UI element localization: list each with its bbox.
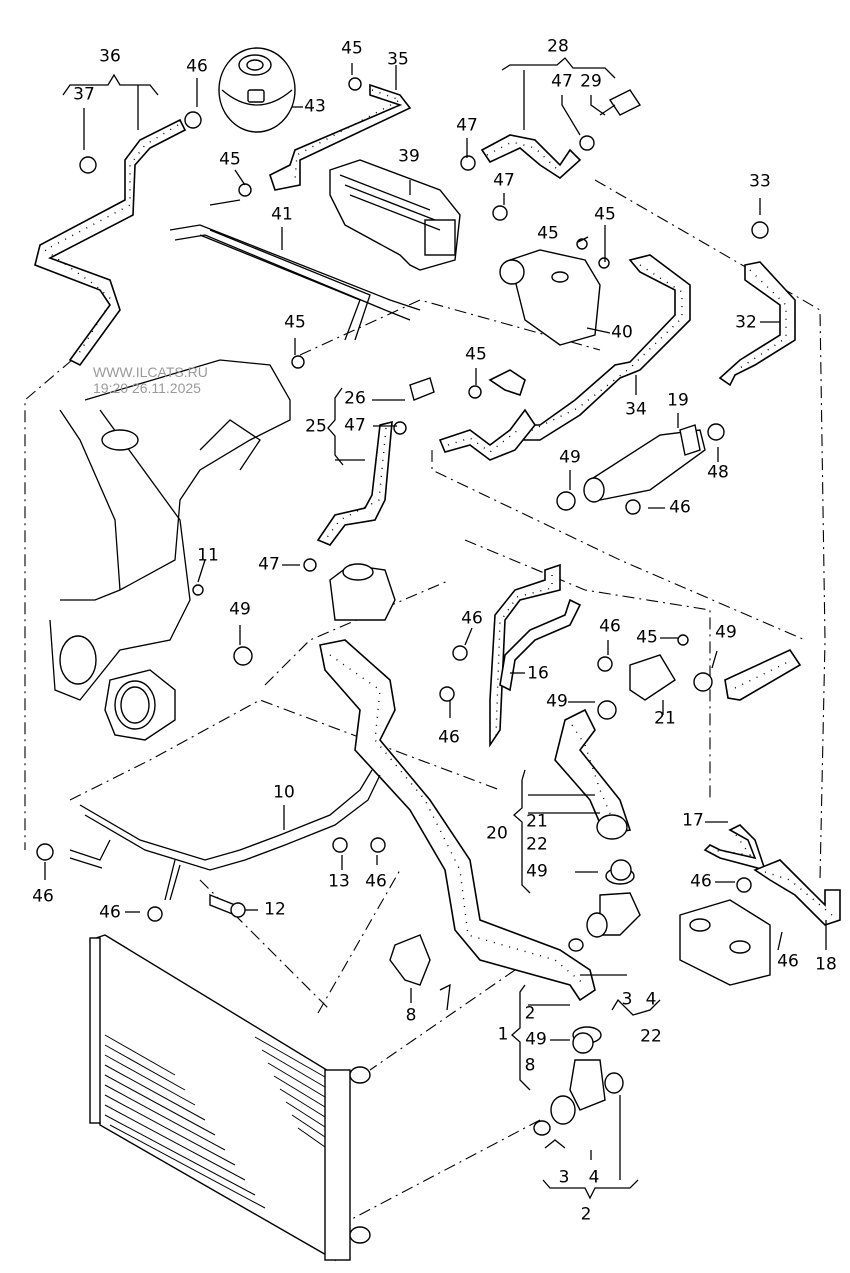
part-label-22[interactable]: 22 [640,1026,662,1047]
hose-34 [438,254,691,461]
part-label-4[interactable]: 4 [645,989,657,1010]
part-label-22[interactable]: 22 [526,834,548,855]
hose-17 [703,824,767,872]
coolant-pipe-10 [69,769,381,901]
part-label-13[interactable]: 13 [328,871,350,892]
part-label-49[interactable]: 49 [526,861,548,882]
hose-16 [489,563,582,748]
hose-28 [480,89,642,180]
watermark: WWW.ILCATS.RU 19:20 26.11.2025 [93,364,208,396]
part-label-41[interactable]: 41 [271,204,293,225]
flange-pipe-19 [583,424,706,503]
part-label-45[interactable]: 45 [219,149,241,170]
hose-right-49 [724,648,802,701]
part-label-34[interactable]: 34 [625,399,647,420]
radiator [89,934,371,1262]
expansion-tank-43 [218,47,296,133]
part-label-33[interactable]: 33 [749,171,771,192]
part-label-16[interactable]: 16 [527,663,549,684]
part-label-12[interactable]: 12 [264,899,286,920]
part-label-45[interactable]: 45 [284,312,306,333]
part-label-47[interactable]: 47 [551,71,573,92]
part-label-45[interactable]: 45 [594,204,616,225]
elbow-fitting-2 [533,1026,624,1136]
part-label-40[interactable]: 40 [611,322,633,343]
part-label-43[interactable]: 43 [304,96,326,117]
part-label-21[interactable]: 21 [526,811,548,832]
part-label-25[interactable]: 25 [305,416,327,437]
part-label-28[interactable]: 28 [547,36,569,57]
hose-18 [753,859,841,926]
part-label-47[interactable]: 47 [493,170,515,191]
part-label-37[interactable]: 37 [73,84,95,105]
part-label-26[interactable]: 26 [344,388,366,409]
hose-clamps [36,77,769,1054]
part-label-10[interactable]: 10 [273,782,295,803]
leader-lines [44,57,827,1200]
pipe-assembly-41 [169,199,421,341]
part-label-48[interactable]: 48 [707,462,729,483]
part-label-45[interactable]: 45 [465,344,487,365]
hose-21 [554,654,676,840]
part-label-46[interactable]: 46 [186,56,208,77]
part-label-2[interactable]: 2 [524,1003,536,1024]
part-label-29[interactable]: 29 [580,71,602,92]
nut-13 [332,837,348,853]
part-label-49[interactable]: 49 [546,691,568,712]
part-label-39[interactable]: 39 [398,146,420,167]
part-label-1[interactable]: 1 [497,1024,509,1045]
part-label-4[interactable]: 4 [588,1167,600,1188]
part-label-47[interactable]: 47 [456,115,478,136]
part-label-3[interactable]: 3 [558,1167,570,1188]
part-label-46[interactable]: 46 [438,727,460,748]
part-label-11[interactable]: 11 [197,545,219,566]
part-label-45[interactable]: 45 [537,223,559,244]
housing-39 [329,159,461,271]
valve-block-40 [499,249,601,346]
part-label-36[interactable]: 36 [99,46,121,67]
part-label-2[interactable]: 2 [580,1204,592,1225]
radiator-fins [104,1034,326,1209]
part-label-46[interactable]: 46 [669,497,691,518]
part-label-32[interactable]: 32 [735,312,757,333]
part-label-46[interactable]: 46 [365,871,387,892]
part-label-49[interactable]: 49 [229,599,251,620]
part-label-35[interactable]: 35 [387,49,409,70]
part-label-17[interactable]: 17 [682,810,704,831]
part-label-3[interactable]: 3 [621,989,633,1010]
part-label-46[interactable]: 46 [32,886,54,907]
part-label-46[interactable]: 46 [599,616,621,637]
part-label-47[interactable]: 47 [344,415,366,436]
clamp-8 [389,934,431,986]
part-label-8[interactable]: 8 [524,1055,536,1076]
part-label-49[interactable]: 49 [525,1029,547,1050]
reservoir [329,563,396,621]
part-label-46[interactable]: 46 [690,871,712,892]
hose-36 [34,118,187,367]
engine-block [49,359,291,741]
part-label-46[interactable]: 46 [461,608,483,629]
elbow-fitting-22 [568,867,641,952]
bolt-12 [209,893,246,918]
part-label-8[interactable]: 8 [405,1005,417,1026]
part-label-46[interactable]: 46 [777,951,799,972]
part-label-19[interactable]: 19 [667,390,689,411]
part-label-49[interactable]: 49 [559,447,581,468]
part-label-20[interactable]: 20 [486,823,508,844]
watermark-timestamp: 19:20 26.11.2025 [93,380,201,396]
part-label-18[interactable]: 18 [815,954,837,975]
watermark-site: WWW.ILCATS.RU [93,364,208,380]
hose-25 [316,377,435,546]
hose-35 [269,83,412,191]
part-label-49[interactable]: 49 [715,622,737,643]
part-label-47[interactable]: 47 [258,554,280,575]
part-label-46[interactable]: 46 [99,902,121,923]
oil-cooler [679,899,771,986]
radiator-hose [319,639,596,1002]
part-label-45[interactable]: 45 [341,38,363,59]
hose-32 [718,261,796,387]
part-label-21[interactable]: 21 [654,708,676,729]
part-label-45[interactable]: 45 [636,627,658,648]
